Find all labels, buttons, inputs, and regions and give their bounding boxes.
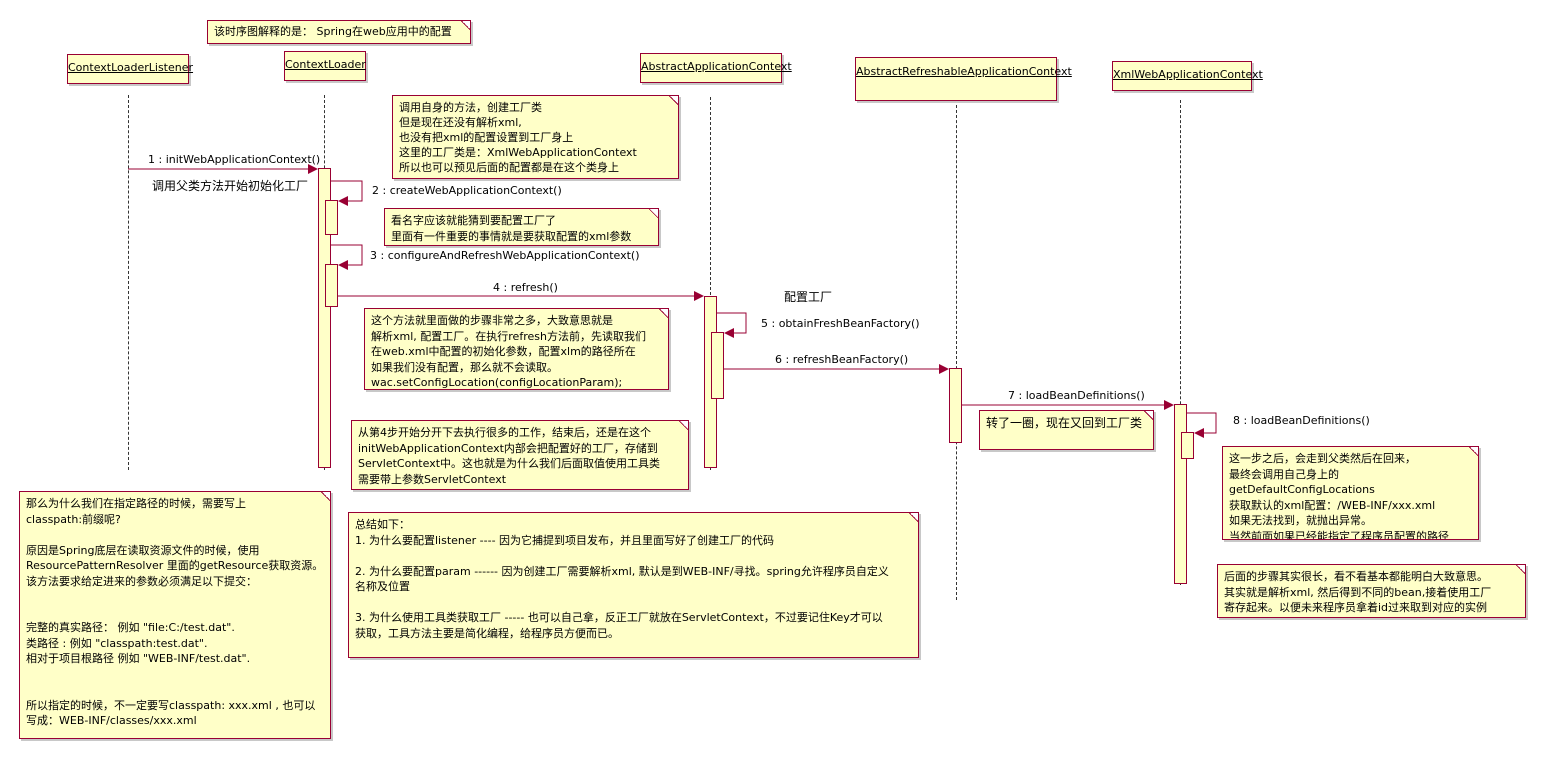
msg-3-arrow	[331, 244, 363, 270]
lifeline-context-loader-listener	[128, 95, 129, 470]
lifeline-head-abstract-application-context: AbstractApplicationContext	[640, 53, 792, 83]
activation-context-loader	[318, 168, 331, 468]
msg-5-arrow	[717, 312, 747, 338]
lifeline-xml-web-application-context	[1180, 100, 1181, 585]
msg-4-label: 4 : refresh()	[493, 281, 558, 294]
activation-xml-load	[1181, 432, 1194, 459]
msg-8-arrow	[1187, 412, 1217, 438]
msg-5-label: 5 : obtainFreshBeanFactory()	[761, 317, 920, 330]
msg-1-label: 1 : initWebApplicationContext()	[148, 153, 321, 166]
note-later-steps: 后面的步骤其实很长，看不看基本都能明白大致意思。 其实就是解析xml, 然后得到…	[1217, 564, 1526, 618]
msg-6-label: 6 : refreshBeanFactory()	[775, 353, 909, 366]
note-back-to-factory: 转了一圈，现在又回到工厂类	[979, 410, 1154, 450]
lifeline-head-abstract-refreshable-application-context: AbstractRefreshableApplicationContext	[855, 57, 1072, 101]
title-note: 该时序图解释的是： Spring在web应用中的配置	[207, 20, 471, 44]
note-refresh-steps: 这个方法就里面做的步骤非常之多，大致意思就是 解析xml, 配置工厂。在执行re…	[364, 308, 669, 390]
note-create-factory: 调用自身的方法，创建工厂类 但是现在还没有解析xml, 也没有把xml的配置设置…	[392, 95, 679, 179]
activation-configure	[325, 264, 338, 307]
msg-3-label: 3 : configureAndRefreshWebApplicationCon…	[370, 249, 640, 262]
activation-create	[325, 200, 338, 235]
msg-2-arrow	[331, 180, 363, 206]
msg-8-label: 8 : loadBeanDefinitions()	[1233, 414, 1370, 427]
note-step4: 从第4步开始分开下去执行很多的工作，结束后，还是在这个 initWebAppli…	[351, 420, 689, 490]
lifeline-abstract-application-context	[710, 97, 711, 470]
note-classpath: 那么为什么我们在指定路径的时候，需要写上 classpath:前缀呢? 原因是S…	[19, 491, 331, 739]
activation-refreshable	[949, 368, 962, 443]
init-factory-label: 调用父类方法开始初始化工厂	[152, 179, 309, 193]
lifeline-head-context-loader: ContextLoader	[284, 51, 366, 81]
note-summary: 总结如下： 1. 为什么要配置listener ---- 因为它捕提到项目发布，…	[348, 512, 919, 658]
note-guess-name: 看名字应该就能猜到要配置工厂了 里面有一件重要的事情就是要获取配置的xml参数	[384, 208, 659, 246]
msg-7-label: 7 : loadBeanDefinitions()	[1008, 389, 1145, 402]
lifeline-head-context-loader-listener: ContextLoaderListener	[67, 54, 193, 84]
note-xml-default: 这一步之后，会走到父类然后在回来， 最终会调用自己身上的getDefaultCo…	[1222, 446, 1479, 540]
lifeline-abstract-refreshable-application-context	[956, 100, 957, 600]
lifeline-head-xml-web-application-context: XmlWebApplicationContext	[1112, 61, 1263, 91]
config-factory-label: 配置工厂	[784, 290, 833, 304]
activation-obtain	[711, 332, 724, 399]
msg-2-label: 2 : createWebApplicationContext()	[372, 184, 562, 197]
